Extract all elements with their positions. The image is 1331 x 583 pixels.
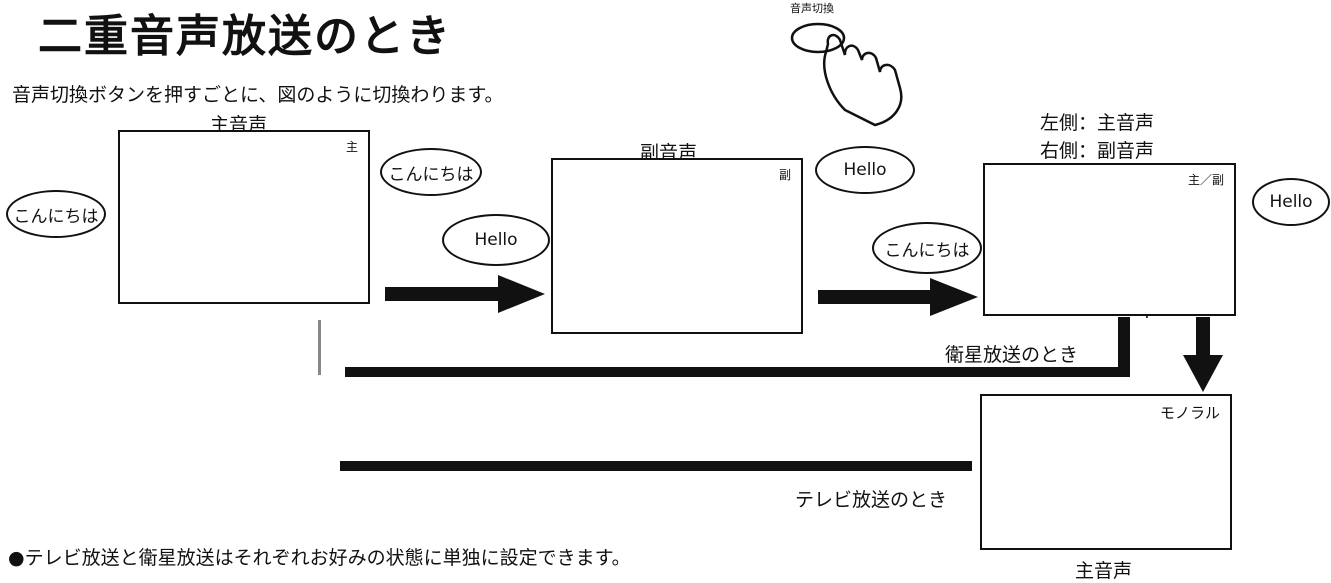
panel-mono: モノラル xyxy=(980,394,1232,550)
arrow-down xyxy=(1183,317,1223,392)
arrow-right-2 xyxy=(818,278,978,316)
audio-switch-button-label: 音声切換 xyxy=(790,2,834,15)
satellite-return-line xyxy=(318,317,1130,377)
speech-bubble: こんにちは xyxy=(872,222,982,274)
satellite-path-label: 衛星放送のとき xyxy=(945,344,1079,366)
hand-press-icon xyxy=(790,22,903,127)
speech-bubble: Hello xyxy=(1252,178,1330,226)
panel-3-caption-left: 左側：主音声 xyxy=(1040,112,1155,134)
panel-sub-audio: 副 xyxy=(551,158,803,334)
panel-4-caption: 主音声 xyxy=(1075,560,1133,582)
footer-note: ●テレビ放送と衛星放送はそれぞれお好みの状態に単独に設定できます。 xyxy=(8,547,631,569)
speech-bubble: Hello xyxy=(815,146,915,194)
tv-return-line xyxy=(340,461,972,471)
page-title: 二重音声放送のとき xyxy=(38,11,452,62)
subtitle: 音声切換ボタンを押すごとに、図のように切換わります。 xyxy=(12,84,504,106)
arrow-right-1 xyxy=(385,275,545,313)
panel-4-corner: モノラル xyxy=(1159,404,1220,422)
panel-main-audio: 主 xyxy=(118,130,370,304)
tv-path-label: テレビ放送のとき xyxy=(795,489,948,511)
panel-dual-audio: 主／副 xyxy=(983,163,1236,316)
panel-3-corner: 主／副 xyxy=(1187,173,1224,187)
panel-1-corner: 主 xyxy=(345,140,358,154)
panel-2-corner: 副 xyxy=(778,168,791,182)
speech-bubble: こんにちは xyxy=(6,190,106,238)
speech-bubble: こんにちは xyxy=(380,148,482,196)
speech-bubble: Hello xyxy=(442,214,550,266)
panel-3-caption-right: 右側：副音声 xyxy=(1040,140,1155,162)
